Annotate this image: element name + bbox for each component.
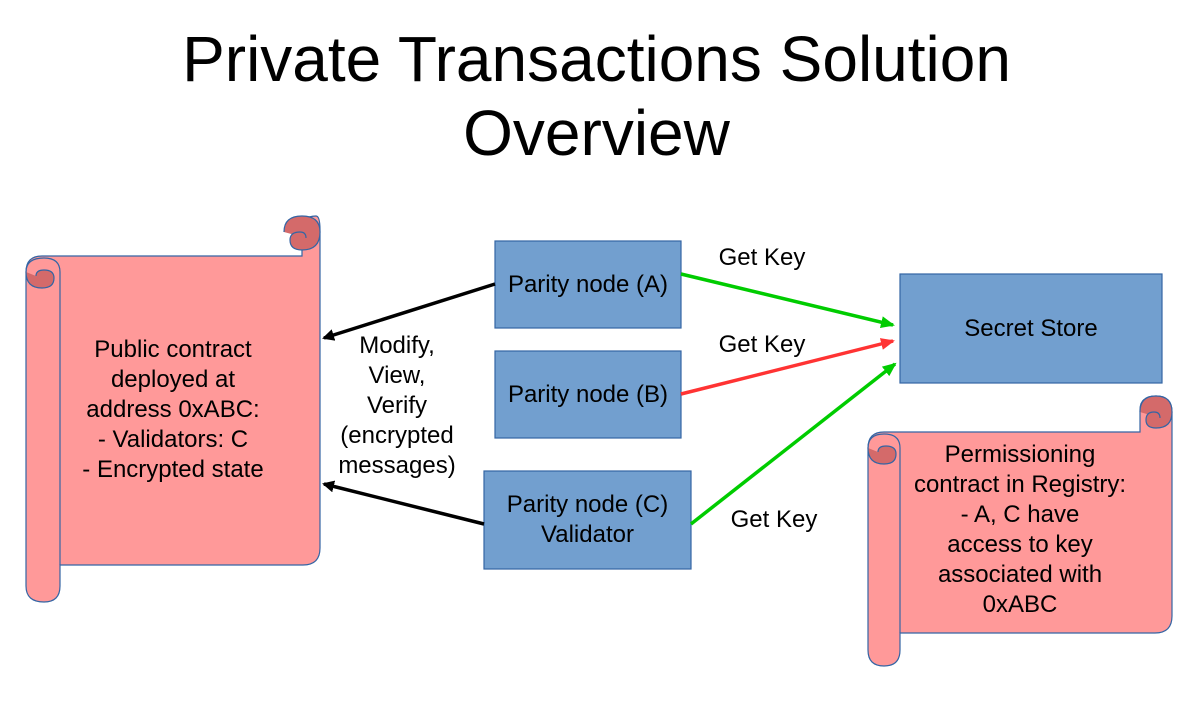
arrow-a-to-secret-store xyxy=(680,272,895,329)
parity-node-b-label: Parity node (B) xyxy=(507,380,669,408)
get-key-label-a: Get Key xyxy=(718,244,806,271)
arrow-c-to-secret-store xyxy=(689,362,897,526)
get-key-label-c: Get Key xyxy=(730,506,818,533)
parity-node-a-box xyxy=(494,240,682,329)
arrow-a-to-contract xyxy=(322,282,496,341)
diagram-title: Private Transactions Solution Overview xyxy=(0,22,1193,170)
public-contract-scroll-roll-left xyxy=(25,257,61,565)
arrow-c-to-contract xyxy=(322,480,485,526)
parity-node-c-label: Parity node (C) Validator xyxy=(506,491,669,548)
arrow-b-to-secret-store xyxy=(680,338,895,396)
modify-view-verify-label: Modify, View, Verify (encrypted messages… xyxy=(338,332,456,479)
secret-store-label: Secret Store xyxy=(964,314,1098,342)
title-line-2: Overview xyxy=(463,97,730,169)
title-line-1: Private Transactions Solution xyxy=(182,23,1011,95)
permissioning-contract-text: Permissioning contract in Registry: - A,… xyxy=(913,441,1127,618)
public-contract-text: Public contract deployed at address 0xAB… xyxy=(82,336,264,483)
permissioning-scroll-curl-top xyxy=(1139,395,1173,429)
permissioning-scroll-roll-left xyxy=(867,433,901,633)
get-key-label-b: Get Key xyxy=(718,331,806,358)
public-contract-scroll xyxy=(25,215,321,603)
public-contract-scroll-body xyxy=(25,215,321,603)
parity-node-b-box xyxy=(494,350,682,439)
permissioning-scroll xyxy=(867,395,1173,667)
parity-node-a-label: Parity node (A) xyxy=(507,270,669,298)
secret-store-box xyxy=(899,273,1163,384)
public-contract-scroll-curl-top xyxy=(283,215,321,251)
parity-node-c-box xyxy=(483,470,692,570)
